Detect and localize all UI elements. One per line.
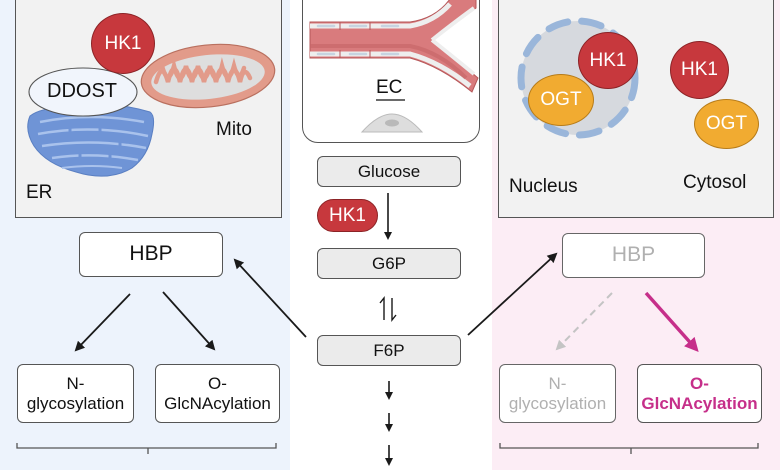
hk1-protein: HK1	[91, 13, 155, 74]
ec-label: EC	[376, 77, 403, 98]
cytosol-ogt-protein: OGT	[694, 99, 759, 149]
hk1-enzyme-label: HK1	[329, 204, 366, 226]
left-hbp-node: HBP	[79, 232, 223, 277]
right-n-glycosylation-node: N- glycosylation	[499, 364, 616, 423]
mito-label: Mito	[216, 119, 252, 140]
right-n-glyco-line2: glycosylation	[508, 393, 607, 413]
left-n-glycosylation-node: N- glycosylation	[17, 364, 134, 423]
equilibrium-arrow-icon	[379, 296, 397, 322]
left-n-glyco-line1: N-	[66, 373, 85, 393]
left-o-glcnacylation-node: O- GlcNAcylation	[155, 364, 280, 423]
nuclear-hk1-label: HK1	[589, 49, 627, 71]
cytosol-label: Cytosol	[683, 172, 747, 193]
right-o-glc-line1: O-	[690, 373, 709, 393]
glucose-node: Glucose	[317, 156, 461, 187]
nuclear-ogt-protein: OGT	[528, 74, 594, 126]
nucleus-label: Nucleus	[509, 176, 578, 197]
left-o-glc-line1: O-	[208, 373, 227, 393]
er-label: ER	[26, 182, 53, 203]
left-hbp-label: HBP	[129, 242, 173, 266]
right-hbp-node: HBP	[562, 233, 705, 278]
glucose-label: Glucose	[357, 161, 421, 181]
f6p-label: F6P	[373, 340, 405, 360]
endothelial-cell-frame	[302, 0, 480, 143]
right-n-glyco-line1: N-	[548, 373, 567, 393]
cytosol-hk1-label: HK1	[681, 59, 718, 80]
ddost-label: DDOST	[47, 80, 117, 102]
cytosol-hk1-protein: HK1	[670, 41, 729, 99]
g6p-node: G6P	[317, 248, 461, 279]
right-o-glc-line2: GlcNAcylation	[641, 393, 758, 413]
f6p-node: F6P	[317, 335, 461, 366]
nuclear-ogt-label: OGT	[540, 89, 582, 110]
left-o-glc-line2: GlcNAcylation	[164, 393, 271, 413]
g6p-label: G6P	[371, 253, 407, 273]
nuclear-hk1-protein: HK1	[578, 32, 638, 89]
cytosol-ogt-label: OGT	[705, 113, 748, 134]
hk1-enzyme-pill: HK1	[317, 199, 378, 232]
right-hbp-label: HBP	[611, 243, 656, 267]
left-n-glyco-line2: glycosylation	[26, 393, 125, 413]
right-o-glcnacylation-node: O- GlcNAcylation	[637, 364, 762, 423]
hk1-label: HK1	[104, 32, 142, 54]
